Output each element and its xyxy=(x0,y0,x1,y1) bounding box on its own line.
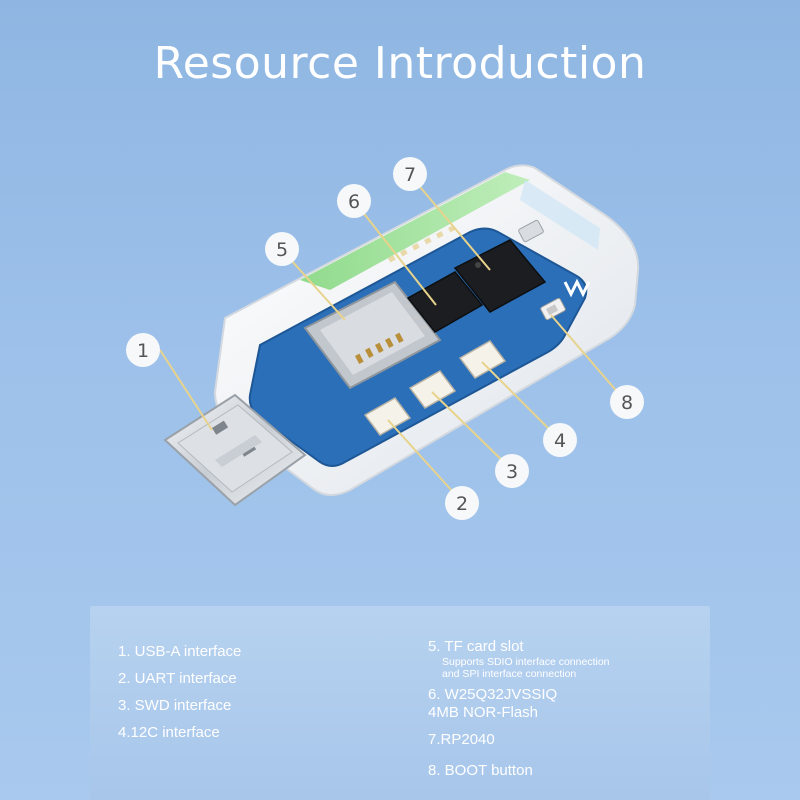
legend-item-rp2040: 7.RP2040 xyxy=(428,731,495,748)
i2c-connector xyxy=(458,340,507,379)
svg-text:4: 4 xyxy=(554,430,566,452)
legend-panel: 1. USB-A interface 2. UART interface 3. … xyxy=(90,606,710,800)
callout-3: 3 xyxy=(495,454,529,488)
swd-connector xyxy=(408,370,457,409)
svg-text:2: 2 xyxy=(456,493,468,515)
legend-tf-sub-2: and SPI interface connection xyxy=(442,668,577,680)
legend-item-swd: 3. SWD interface xyxy=(118,697,232,714)
page-title: Resource Introduction xyxy=(153,38,647,89)
uart-connector xyxy=(363,397,412,436)
callout-8: 8 xyxy=(610,385,644,419)
callout-2: 2 xyxy=(445,486,479,520)
callout-5: 5 xyxy=(265,232,299,266)
callout-4: 4 xyxy=(543,423,577,457)
legend-item-tf-card: 5. TF card slot xyxy=(428,638,524,655)
svg-text:6: 6 xyxy=(348,191,360,213)
boot-button xyxy=(540,297,566,321)
legend-item-usb-a: 1. USB-A interface xyxy=(118,643,242,660)
waveshare-logo-icon xyxy=(563,278,591,298)
svg-text:8: 8 xyxy=(621,392,633,414)
legend-item-i2c: 4.12C interface xyxy=(118,724,220,741)
legend-tf-sub-1: Supports SDIO interface connection xyxy=(442,656,610,668)
legend-item-flash: 6. W25Q32JVSSIQ xyxy=(428,686,558,703)
legend-left-column: 1. USB-A interface 2. UART interface 3. … xyxy=(118,638,241,746)
crystal-oscillator xyxy=(518,219,544,243)
usb-a-plug xyxy=(163,393,307,507)
tf-card-slot xyxy=(303,280,442,390)
legend-item-uart: 2. UART interface xyxy=(118,670,237,687)
svg-text:3: 3 xyxy=(506,461,518,483)
rp2040-chip xyxy=(453,239,547,313)
flash-chip xyxy=(405,271,484,333)
callout-leader-lines xyxy=(159,174,627,503)
svg-text:7: 7 xyxy=(404,164,416,186)
legend-item-boot: 8. BOOT button xyxy=(428,762,533,779)
legend-item-flash-size: 4MB NOR-Flash xyxy=(428,704,539,721)
legend-right-column: 5. TF card slot Supports SDIO interface … xyxy=(428,638,610,784)
callout-1: 1 xyxy=(126,333,160,367)
callout-6: 6 xyxy=(337,184,371,218)
svg-text:5: 5 xyxy=(276,239,288,261)
callout-7: 7 xyxy=(393,157,427,191)
svg-text:1: 1 xyxy=(137,340,149,362)
